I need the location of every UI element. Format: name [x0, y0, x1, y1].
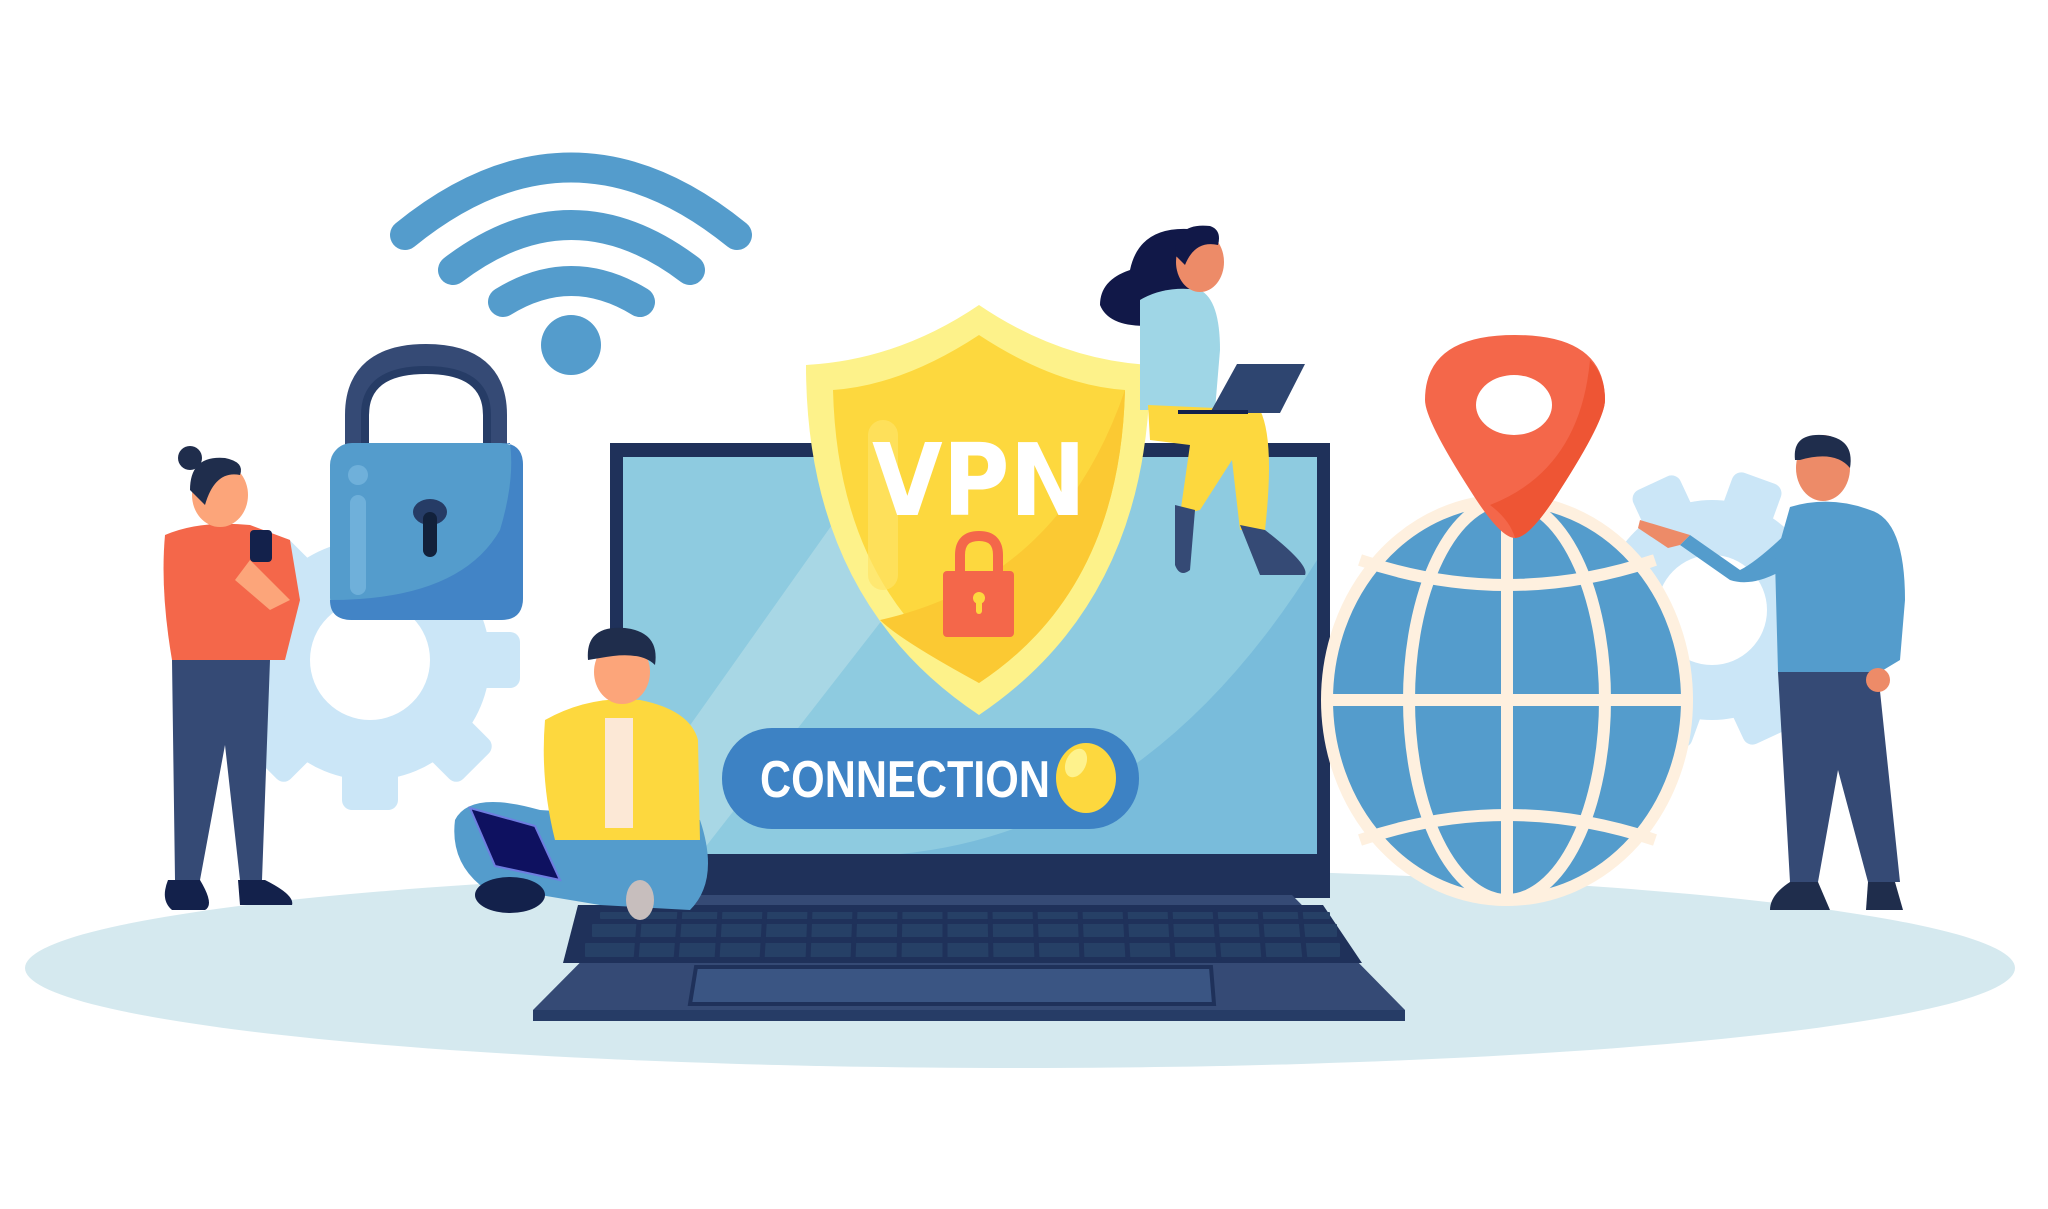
wifi-icon: [390, 152, 752, 317]
trackpad: [687, 965, 1217, 1006]
shield-icon: VPN: [806, 305, 1150, 715]
connection-label: CONNECTION: [760, 751, 1050, 809]
woman-sitting-on-laptop: [1100, 225, 1306, 575]
wifi-dot: [541, 315, 601, 375]
padlock-icon: [330, 343, 523, 620]
keyboard-keys: [585, 912, 1340, 957]
shield-vpn-label: VPN: [872, 422, 1086, 539]
shield-lock-icon: [943, 530, 1014, 637]
man-pointing: [1638, 434, 1905, 910]
globe-icon: [1321, 494, 1693, 906]
connection-button[interactable]: CONNECTION: [722, 728, 1139, 829]
woman-with-phone: [163, 446, 300, 910]
connection-button-hitbox[interactable]: [722, 728, 1139, 829]
location-pin-icon: [1425, 335, 1605, 538]
man-sitting-with-laptop: [454, 627, 708, 920]
